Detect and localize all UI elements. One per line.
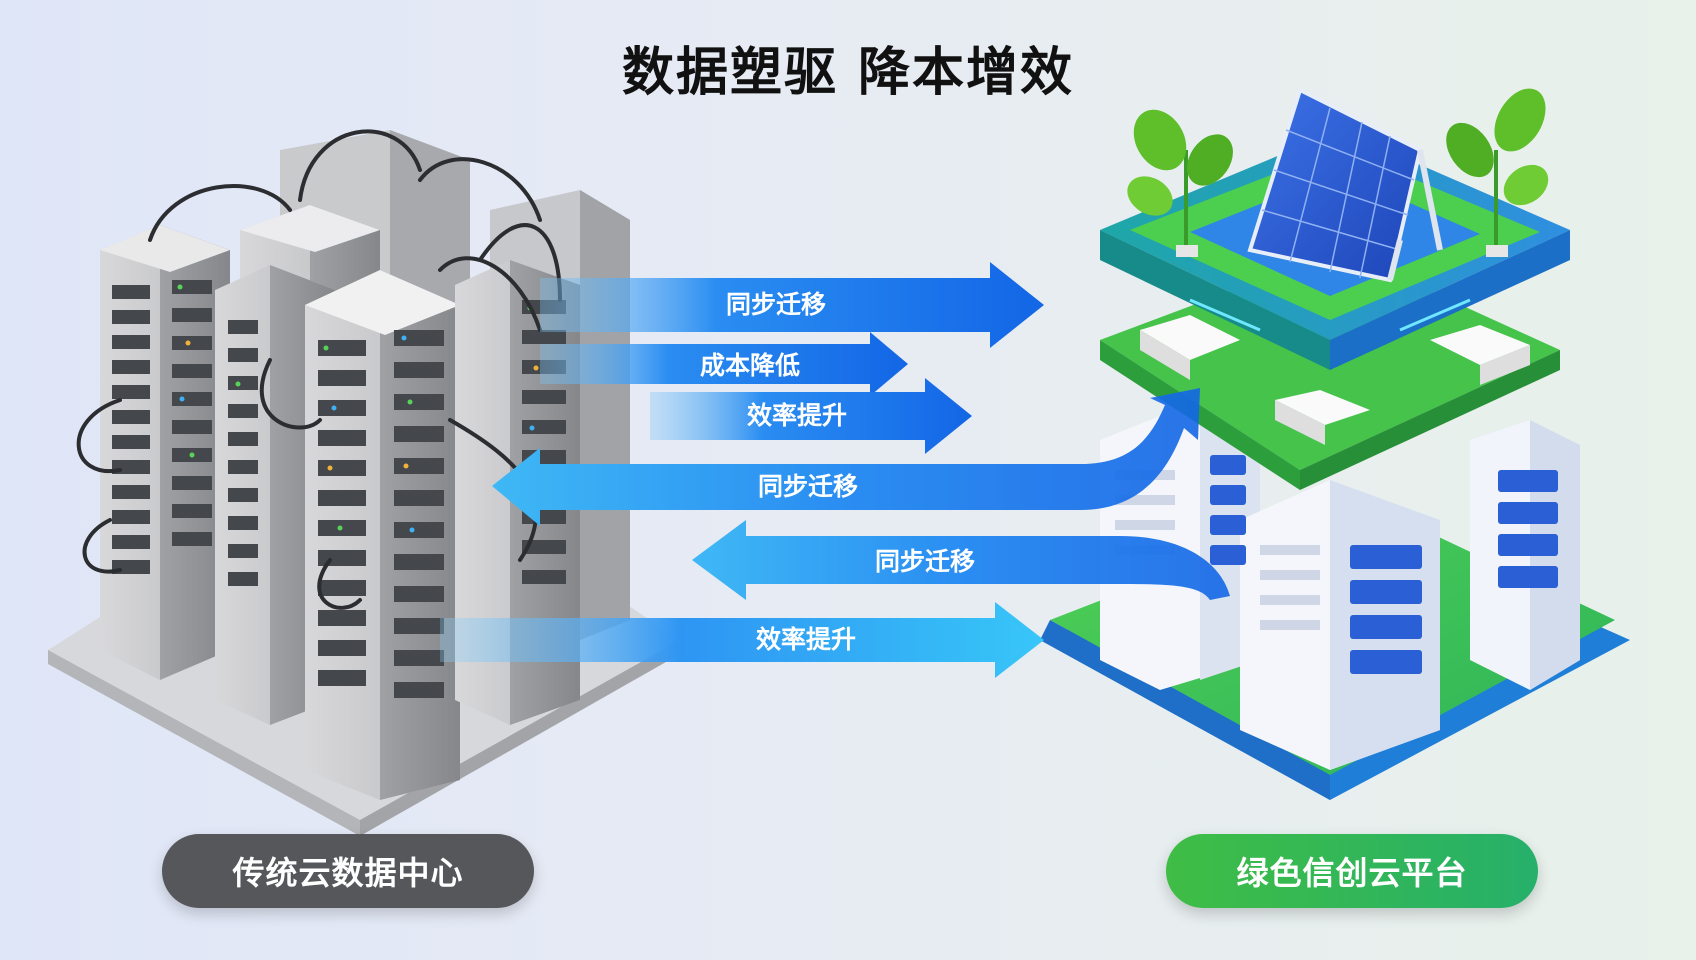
arrow-5-left-curved: 同步迁移: [692, 520, 1230, 600]
arrow-5-label: 同步迁移: [875, 547, 975, 576]
arrow-1-right: 同步迁移: [540, 262, 1044, 348]
arrow-6-label: 效率提升: [756, 625, 856, 654]
green-cloud-platform-label: 绿色信创云平台: [1166, 834, 1538, 908]
traditional-datacenter-illustration: [48, 129, 680, 836]
arrow-4-label: 同步迁移: [758, 472, 858, 501]
page-title: 数据塑驱 降本增效: [621, 43, 1075, 103]
arrow-1-label: 同步迁移: [726, 290, 826, 319]
arrow-3-label: 效率提升: [747, 401, 847, 430]
arrow-2-right: 成本降低: [540, 332, 908, 396]
traditional-datacenter-label: 传统云数据中心: [162, 834, 534, 908]
arrow-6-right: 效率提升: [440, 602, 1044, 678]
arrow-3-right: 效率提升: [650, 378, 972, 454]
arrow-2-label: 成本降低: [700, 351, 800, 380]
arrow-4-left-curved: 同步迁移: [492, 388, 1200, 526]
green-cloud-platform-illustration: [1040, 87, 1630, 800]
